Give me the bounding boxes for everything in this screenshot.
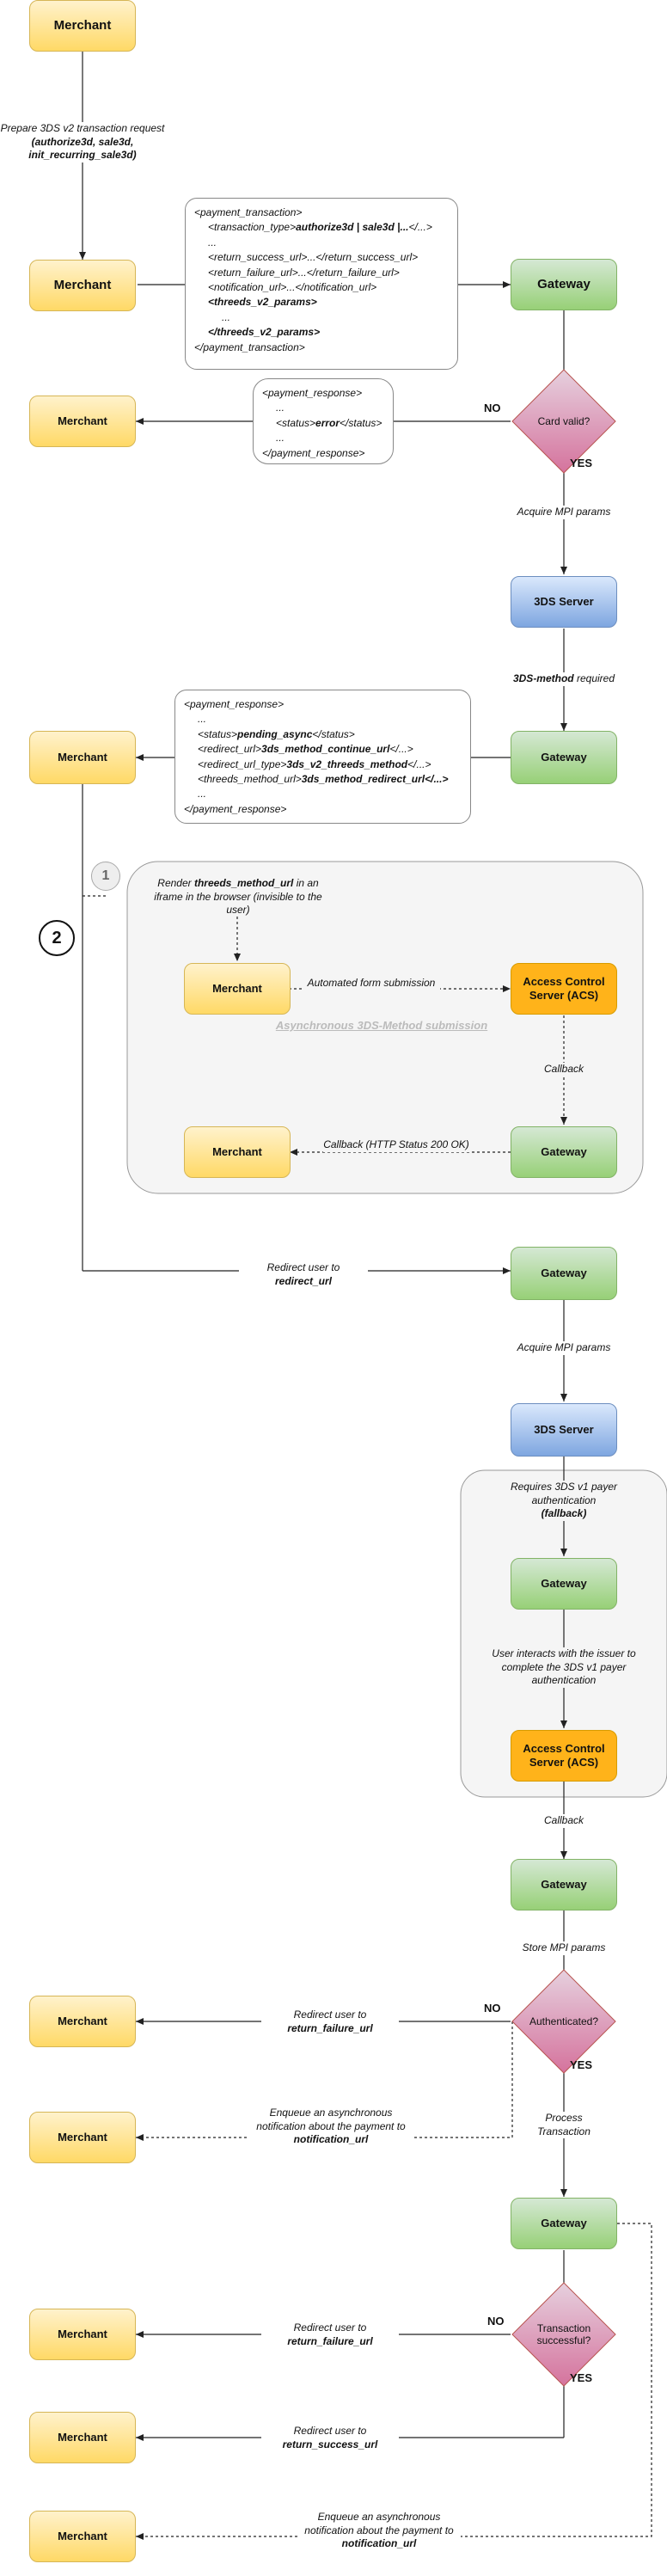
merchant-node-notify-2: Merchant (29, 2511, 136, 2562)
user-interacts-label: User interacts with the issuer to comple… (478, 1647, 650, 1688)
gateway-node-2: Gateway (511, 731, 617, 784)
transaction-successful-diamond (511, 2282, 616, 2387)
xml-line: <status>error</status> (276, 416, 382, 429)
card-valid-text: Card valid? (537, 414, 591, 427)
merchant-node-notify-1: Merchant (29, 2112, 136, 2163)
acs-node-2: Access Control Server (ACS) (511, 1730, 617, 1782)
xml-line: <threeds_v2_params> (208, 296, 317, 309)
card-valid-diamond (511, 369, 616, 474)
three-ds-server-node-1: 3DS Server (511, 576, 617, 628)
payment-response-error-box: <payment_response>... <status>error</stat… (253, 378, 394, 464)
store-mpi-label: Store MPI params (504, 1941, 624, 1955)
prepare-label: Prepare 3DS v2 transaction request(autho… (0, 122, 165, 163)
merchant-node-callback: Merchant (184, 1126, 291, 1178)
xml-line: </payment_response> (184, 802, 287, 815)
transaction-successful-text: Transaction successful? (536, 2321, 591, 2346)
merchant-node-tx-success: Merchant (29, 2412, 136, 2463)
xml-line: <status>pending_async</status> (198, 727, 355, 740)
xml-line: ... (198, 788, 207, 800)
merchant-node-start: Merchant (29, 0, 136, 52)
step-2-marker: 2 (39, 920, 75, 956)
transaction-no: NO (487, 2315, 505, 2328)
gateway-node-7: Gateway (511, 2198, 617, 2249)
authenticated-yes: YES (570, 2058, 593, 2071)
acquire-mpi-label-1: Acquire MPI params (495, 506, 633, 519)
transaction-yes: YES (570, 2371, 593, 2384)
merchant-node-error: Merchant (29, 396, 136, 447)
merchant-node-tx-failure: Merchant (29, 2309, 136, 2360)
automated-form-label: Automated form submission (303, 977, 440, 991)
async-section-title: Asynchronous 3DS-Method submission (275, 1019, 488, 1032)
enqueue-label-1: Enqueue an asynchronous notification abo… (249, 2107, 413, 2147)
gateway-node-3: Gateway (511, 1126, 617, 1178)
callback-label-2: Callback (529, 1814, 598, 1828)
requires-v1-label: Requires 3DS v1 payer authentication(fal… (508, 1481, 620, 1521)
xml-line: <transaction_type>authorize3d | sale3d |… (208, 221, 432, 234)
async-group (126, 861, 644, 1194)
xml-line: ... (222, 310, 231, 323)
gateway-node-1: Gateway (511, 259, 617, 310)
step-1-marker: 1 (91, 862, 120, 891)
payment-response-pending-box: <payment_response>...<status>pending_asy… (174, 690, 471, 824)
three-ds-method-required-label: 3DS-method required (478, 672, 650, 686)
xml-line: <return_success_url>...</return_success_… (208, 251, 419, 264)
xml-line: <return_failure_url>...</return_failure_… (208, 266, 400, 279)
xml-line: <redirect_url>3ds_method_continue_url</.… (198, 743, 413, 756)
card-valid-yes: YES (570, 457, 593, 469)
merchant-node-request: Merchant (29, 260, 136, 311)
xml-line: ... (198, 713, 207, 726)
xml-line: ... (208, 236, 217, 248)
merchant-node-pending: Merchant (29, 731, 136, 784)
xml-line: <payment_transaction> (194, 206, 303, 218)
authenticated-text: Authenticated? (529, 2015, 599, 2027)
authenticated-no: NO (484, 2002, 501, 2015)
xml-line: </payment_response> (262, 446, 365, 459)
gateway-node-4: Gateway (511, 1247, 617, 1300)
gateway-node-6: Gateway (511, 1859, 617, 1911)
xml-line: <redirect_url_type>3ds_v2_threeds_method… (198, 757, 431, 770)
gateway-node-5: Gateway (511, 1558, 617, 1610)
xml-line: <threeds_method_url>3ds_method_redirect_… (198, 772, 449, 785)
xml-line: </payment_transaction> (194, 340, 305, 353)
process-transaction-label: Process Transaction (525, 2112, 603, 2139)
three-ds-server-node-2: 3DS Server (511, 1403, 617, 1457)
xml-line: ... (276, 402, 285, 414)
xml-line: </threeds_v2_params> (208, 326, 321, 339)
card-valid-no: NO (484, 402, 501, 414)
callback-label-1: Callback (529, 1063, 598, 1076)
acs-node-1: Access Control Server (ACS) (511, 963, 617, 1015)
enqueue-label-2: Enqueue an asynchronous notification abo… (297, 2511, 461, 2551)
xml-line: <payment_response> (262, 387, 363, 399)
payment-transaction-box: <payment_transaction> <transaction_type>a… (185, 198, 458, 370)
callback-200-label: Callback (HTTP Status 200 OK) (323, 1138, 469, 1152)
render-iframe-label: Render threeds_method_url in an iframe i… (154, 877, 322, 917)
merchant-node-auth-failure: Merchant (29, 1996, 136, 2047)
xml-line: ... (276, 432, 285, 445)
xml-line: <notification_url>...</notification_url> (208, 280, 377, 293)
authenticated-diamond (511, 1969, 616, 2074)
merchant-node-iframe: Merchant (184, 963, 291, 1015)
acquire-mpi-label-2: Acquire MPI params (495, 1341, 633, 1355)
xml-line: <payment_response> (184, 698, 285, 710)
